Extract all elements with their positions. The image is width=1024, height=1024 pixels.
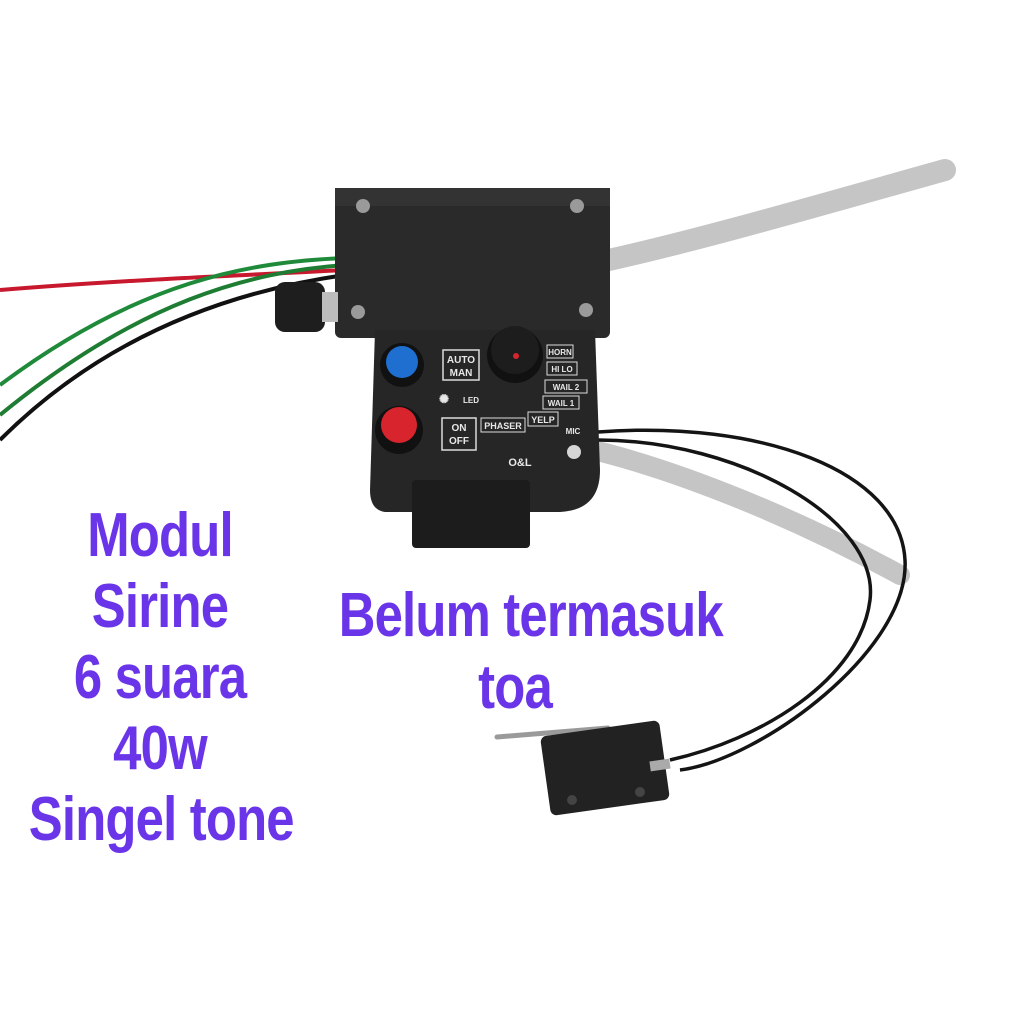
left-caption: Modul Sirine 6 suara 40w Singel tone — [28, 501, 295, 860]
screw — [351, 305, 365, 319]
switch-wire-2 — [597, 438, 873, 762]
caption-line: Belum termasuk — [338, 581, 724, 650]
label-yelp: YELP — [531, 415, 555, 425]
upper-enclosure — [335, 188, 610, 338]
grey-cable — [589, 159, 956, 273]
micro-switch — [494, 720, 671, 816]
label-auto: AUTO — [447, 355, 475, 366]
mic-jack — [567, 445, 581, 459]
label-led: LED — [463, 396, 479, 405]
screw — [570, 199, 584, 213]
led-icon: ✺ — [439, 392, 449, 406]
caption-line: Singel tone — [28, 785, 295, 854]
caption-line: toa — [478, 653, 553, 722]
caption-line: 40w — [113, 714, 207, 783]
switch-wire-1 — [597, 428, 907, 772]
label-phaser: PHASER — [484, 421, 522, 431]
green-wire-2 — [0, 263, 346, 417]
label-off: OFF — [449, 436, 469, 447]
brand-label: O&L — [508, 457, 532, 469]
caption-line: 6 suara — [73, 643, 247, 712]
screw — [356, 199, 370, 213]
mount-bracket — [412, 480, 530, 548]
label-on: ON — [452, 423, 467, 434]
label-mic: MIC — [566, 427, 581, 436]
green-wire-1 — [0, 256, 346, 387]
caption-line: Sirine — [91, 572, 229, 641]
label-horn: HORN — [548, 348, 572, 357]
label-wail1: WAIL 1 — [548, 399, 575, 408]
label-hilo: HI LO — [551, 365, 572, 374]
control-panel — [370, 330, 600, 512]
side-knob — [275, 282, 325, 332]
caption-line: Modul — [87, 501, 233, 570]
red-wire — [0, 268, 346, 292]
right-caption: Belum termasuk toa — [338, 581, 724, 729]
label-man: MAN — [450, 368, 473, 379]
label-wail2: WAIL 2 — [553, 383, 580, 392]
screw — [579, 303, 593, 317]
